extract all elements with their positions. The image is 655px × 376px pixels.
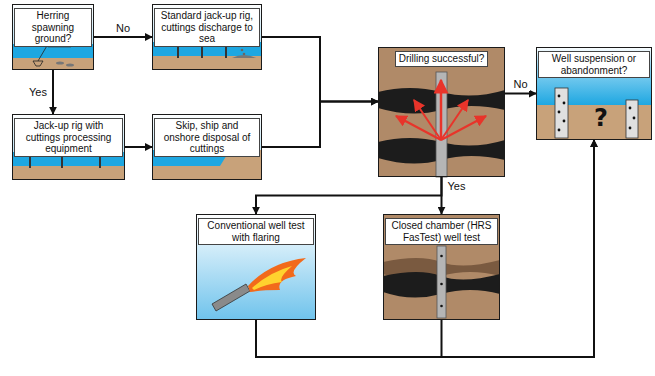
- herring-scene: [12, 4, 94, 70]
- standard-rig-scene-part: [243, 53, 246, 56]
- abandonment-scene-part: [563, 102, 566, 105]
- abandonment-scene-part: [629, 107, 632, 110]
- closed-chamber-scene-part: [383, 214, 500, 320]
- standard-rig-scene: [152, 4, 262, 70]
- flow-arrow: [52, 70, 54, 114]
- closed-chamber-scene-part: [440, 305, 443, 308]
- decision-box: Drilling successful?: [378, 47, 505, 177]
- box-title: Well suspension or abandonment?: [538, 51, 650, 78]
- standard-rig-scene-part: [152, 4, 262, 70]
- drilling-scene-part: [396, 116, 441, 140]
- flow-arrow: [125, 146, 152, 148]
- flow-arrow: [262, 37, 378, 102]
- flare-scene-part: [248, 258, 306, 292]
- standard-rig-scene-part: [232, 55, 256, 58]
- standard-rig-scene-part: [241, 49, 244, 52]
- drilling-scene-part: [441, 100, 468, 140]
- box-title: Drilling successful?: [395, 51, 489, 67]
- process-box: Standard jack-up rig, cuttings discharge…: [152, 4, 262, 70]
- process-box: Skip, ship and onshore disposal of cutti…: [152, 114, 262, 180]
- box-title: Skip, ship and onshore disposal of cutti…: [154, 118, 260, 157]
- flow-arrow: [94, 36, 152, 38]
- herring-scene-part: [33, 61, 43, 66]
- closed-chamber-scene-part: [440, 283, 443, 286]
- box-title: Jack-up rig with cuttings processing equ…: [14, 118, 123, 157]
- flow-arrow: [256, 140, 594, 357]
- flow-arrow: [505, 93, 536, 95]
- question-mark: ?: [594, 106, 608, 130]
- herring-scene-part: [56, 61, 64, 64]
- decision-box: Herring spawning ground?: [12, 4, 94, 70]
- flow-arrow: [256, 177, 442, 214]
- edge-label: No: [511, 78, 529, 90]
- outcome-box: Well suspension or abandonment?: [536, 47, 652, 140]
- flare-scene-part: [196, 214, 316, 320]
- drilling-scene-part: [414, 100, 441, 140]
- drilling-scene-part: [441, 116, 486, 140]
- flare-scene-part: [252, 266, 292, 290]
- box-title: Conventional well test with flaring: [198, 218, 314, 245]
- abandonment-scene-part: [626, 100, 638, 138]
- drilling-scene-part: [378, 47, 505, 177]
- flow-arrow: [442, 140, 595, 357]
- closed-chamber-scene-part: [440, 255, 443, 258]
- box-title: Herring spawning ground?: [14, 8, 92, 47]
- abandonment-scene-part: [629, 127, 632, 130]
- closed-chamber-scene-part: [437, 246, 446, 318]
- abandonment-scene-part: [558, 129, 561, 132]
- abandonment-scene-part: [563, 120, 566, 123]
- edge-label: No: [114, 22, 132, 34]
- herring-scene-part: [12, 58, 94, 70]
- abandonment-scene-part: [536, 47, 652, 105]
- box-title: Closed chamber (HRS FasTest) well test: [385, 218, 498, 245]
- abandonment-scene-part: [555, 88, 568, 138]
- process-box: Conventional well test with flaring: [196, 214, 316, 320]
- herring-scene-part: [38, 44, 48, 61]
- abandonment-scene-part: [558, 111, 561, 114]
- processing-rig-scene-part: [12, 166, 125, 180]
- box-title: Standard jack-up rig, cuttings discharge…: [154, 8, 260, 47]
- processing-rig-scene-part: [12, 114, 125, 180]
- flow-arrow: [441, 177, 443, 214]
- abandonment-scene: [536, 47, 652, 140]
- abandonment-scene-part: [558, 95, 561, 98]
- flow-arrow: [262, 102, 378, 147]
- skip-ship-scene: [152, 114, 262, 180]
- abandonment-scene-part: [633, 117, 636, 120]
- process-box: Closed chamber (HRS FasTest) well test: [383, 214, 500, 320]
- edge-label: Yes: [27, 86, 49, 98]
- flare-scene-part: [212, 284, 250, 311]
- standard-rig-scene-part: [152, 56, 262, 70]
- herring-scene-part: [12, 4, 94, 70]
- edge-label: Yes: [446, 180, 468, 192]
- skip-ship-scene-part: [152, 114, 262, 180]
- drilling-scene-part: [436, 72, 447, 177]
- flare-scene: [196, 214, 316, 320]
- process-box: Jack-up rig with cuttings processing equ…: [12, 114, 125, 180]
- closed-chamber-scene: [383, 214, 500, 320]
- herring-scene-part: [66, 63, 74, 66]
- drilling-scene-part: [440, 80, 443, 140]
- processing-rig-scene: [12, 114, 125, 180]
- drilling-scene: [378, 47, 505, 177]
